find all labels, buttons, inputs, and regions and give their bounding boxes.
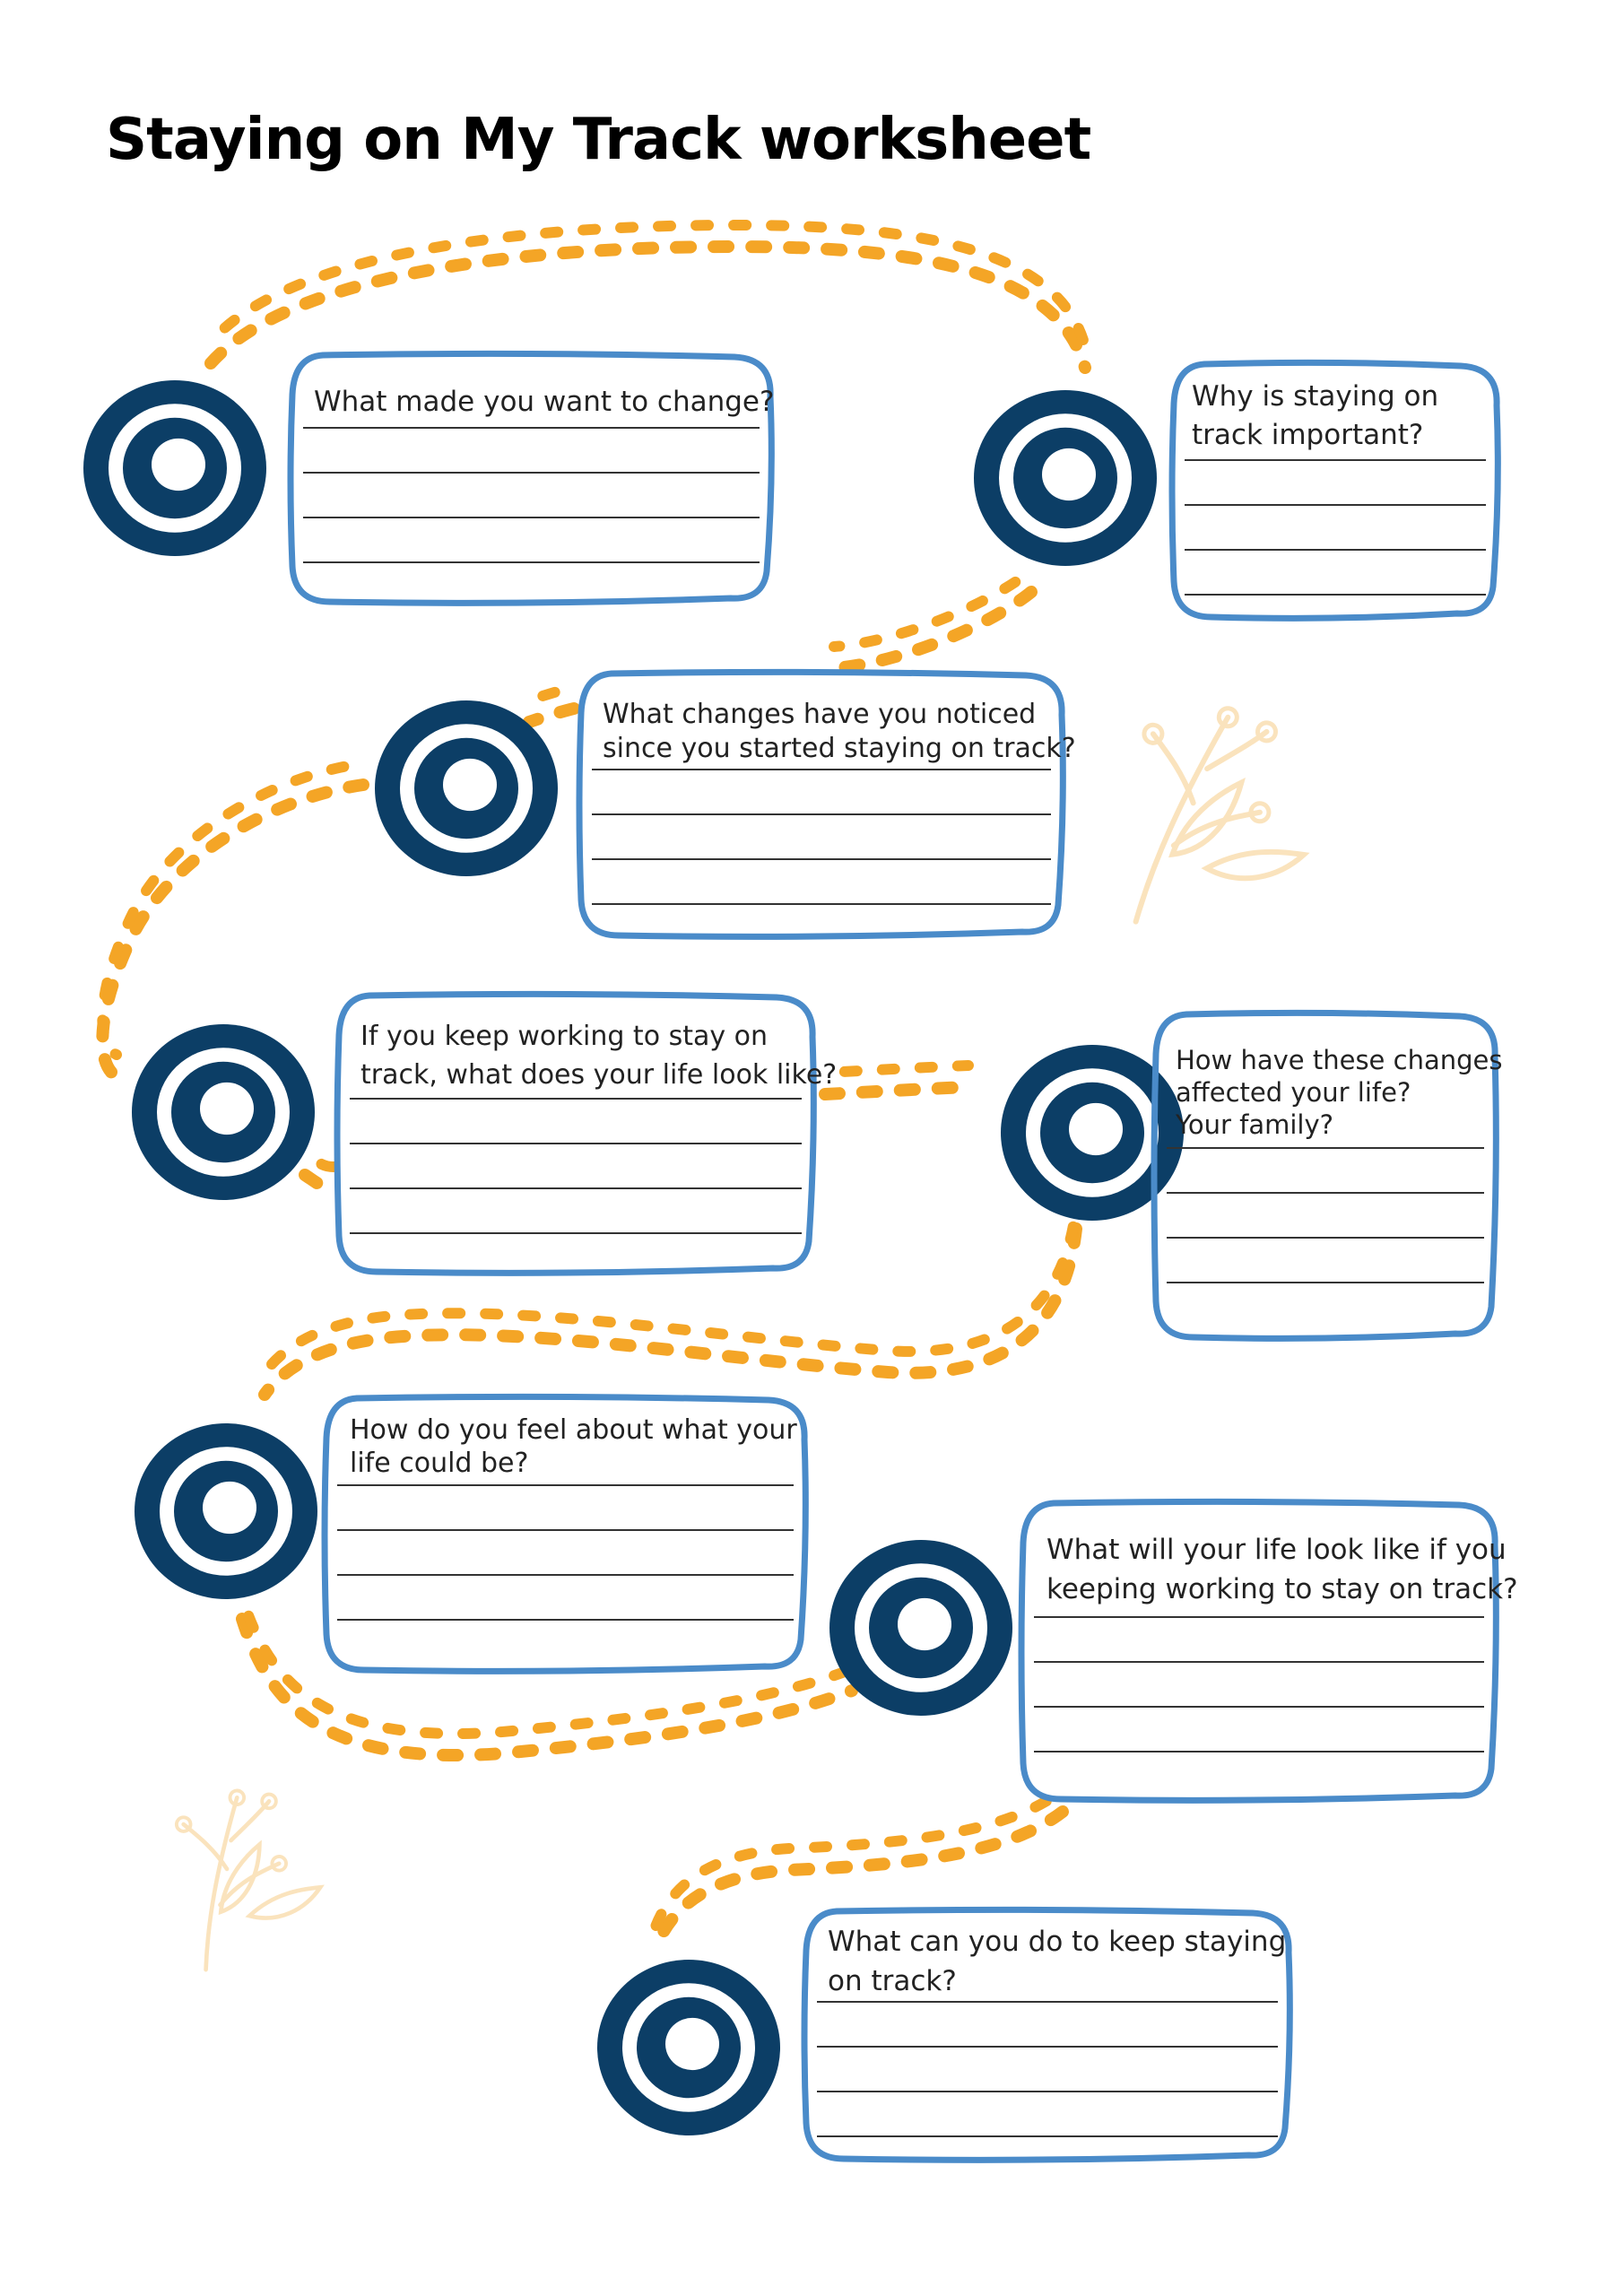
question-text: What can you do to keep staying bbox=[828, 1926, 1287, 1958]
question-text: What made you want to change? bbox=[314, 386, 775, 418]
answer-line[interactable] bbox=[1167, 1282, 1484, 1283]
answer-line[interactable] bbox=[1167, 1237, 1484, 1239]
answer-line[interactable] bbox=[303, 472, 760, 474]
question-text: keeping working to stay on track? bbox=[1046, 1573, 1518, 1605]
answer-line[interactable] bbox=[1185, 594, 1486, 596]
dotted-track-segment bbox=[819, 1081, 975, 1100]
question-card: What made you want to change? bbox=[287, 350, 776, 607]
dotted-track-segment bbox=[828, 586, 1038, 674]
dotted-track-segment bbox=[205, 219, 1090, 352]
question-card: Why is staying on track important? bbox=[1168, 359, 1502, 622]
question-text: life could be? bbox=[350, 1448, 529, 1479]
answer-line[interactable] bbox=[817, 2046, 1278, 2048]
answer-line[interactable] bbox=[350, 1098, 802, 1100]
question-text: What changes have you noticed bbox=[603, 699, 1037, 730]
card-frame bbox=[576, 668, 1066, 940]
answer-line[interactable] bbox=[303, 561, 760, 563]
question-card: What will your life look like if you keep… bbox=[1018, 1498, 1518, 1805]
leaf-branch-icon bbox=[1133, 706, 1310, 925]
dotted-track-segment bbox=[829, 565, 1037, 652]
question-text: track important? bbox=[1192, 419, 1424, 451]
answer-line[interactable] bbox=[592, 858, 1051, 860]
question-text: on track? bbox=[828, 1965, 957, 1997]
answer-line[interactable] bbox=[337, 1484, 794, 1486]
card-frame bbox=[1168, 359, 1501, 622]
concentric-circle-target-icon bbox=[132, 1024, 315, 1200]
answer-line[interactable] bbox=[337, 1619, 794, 1621]
card-frame bbox=[1151, 1009, 1499, 1342]
concentric-circle-target-icon bbox=[829, 1540, 1012, 1716]
answer-line[interactable] bbox=[1034, 1706, 1484, 1708]
card-frame bbox=[334, 990, 817, 1276]
concentric-circle-target-icon bbox=[135, 1423, 317, 1599]
concentric-circle-target-icon bbox=[597, 1960, 780, 2135]
answer-line[interactable] bbox=[817, 2135, 1278, 2137]
question-text: Your family? bbox=[1176, 1109, 1334, 1140]
question-text: affected your life? bbox=[1176, 1077, 1411, 1108]
answer-line[interactable] bbox=[1034, 1616, 1484, 1618]
card-frame bbox=[321, 1393, 809, 1674]
question-text: How have these changes bbox=[1176, 1045, 1503, 1075]
question-text: If you keep working to stay on bbox=[360, 1021, 769, 1052]
concentric-circle-target-icon bbox=[375, 700, 558, 876]
dotted-track-segment bbox=[820, 1060, 974, 1078]
dotted-track-segment bbox=[300, 1148, 339, 1172]
answer-line[interactable] bbox=[1185, 549, 1486, 551]
leaf-branch-icon bbox=[174, 1788, 325, 1972]
answer-line[interactable] bbox=[303, 427, 760, 429]
card-frame bbox=[801, 1906, 1293, 2163]
question-text: track, what does your life look like? bbox=[360, 1059, 838, 1091]
answer-line[interactable] bbox=[350, 1143, 802, 1144]
answer-line[interactable] bbox=[817, 2091, 1278, 2092]
answer-line[interactable] bbox=[337, 1529, 794, 1531]
question-text: since you started staying on track? bbox=[603, 733, 1076, 764]
answer-line[interactable] bbox=[1034, 1661, 1484, 1663]
card-frame bbox=[287, 350, 775, 606]
page-title: Staying on My Track worksheet bbox=[106, 107, 1091, 173]
question-card: If you keep working to stay on track, wha… bbox=[334, 990, 837, 1277]
dotted-track-segment bbox=[96, 778, 369, 1083]
answer-line[interactable] bbox=[817, 2001, 1278, 2003]
answer-line[interactable] bbox=[1167, 1192, 1484, 1194]
answer-line[interactable] bbox=[1185, 459, 1486, 461]
dotted-track-segment bbox=[524, 682, 579, 706]
dotted-track-segment bbox=[204, 239, 1091, 374]
answer-line[interactable] bbox=[592, 813, 1051, 815]
answer-line[interactable] bbox=[1034, 1751, 1484, 1752]
question-text: How do you feel about what your bbox=[350, 1414, 797, 1446]
question-text: Why is staying on bbox=[1192, 380, 1439, 413]
answer-line[interactable] bbox=[1185, 504, 1486, 506]
dotted-track-segment bbox=[523, 702, 580, 728]
answer-line[interactable] bbox=[592, 903, 1051, 905]
answer-line[interactable] bbox=[592, 769, 1051, 770]
answer-line[interactable] bbox=[350, 1187, 802, 1189]
answer-line[interactable] bbox=[303, 517, 760, 518]
question-card: What can you do to keep staying on track? bbox=[801, 1906, 1294, 2164]
concentric-circle-target-icon bbox=[974, 390, 1157, 566]
concentric-circle-target-icon bbox=[83, 380, 266, 556]
answer-line[interactable] bbox=[337, 1574, 794, 1576]
card-frame bbox=[1018, 1498, 1499, 1804]
question-text: What will your life look like if you bbox=[1046, 1534, 1507, 1566]
answer-line[interactable] bbox=[1167, 1147, 1484, 1149]
answer-line[interactable] bbox=[350, 1232, 802, 1234]
dotted-track-segment bbox=[97, 758, 369, 1060]
dotted-track-segment bbox=[299, 1169, 340, 1195]
